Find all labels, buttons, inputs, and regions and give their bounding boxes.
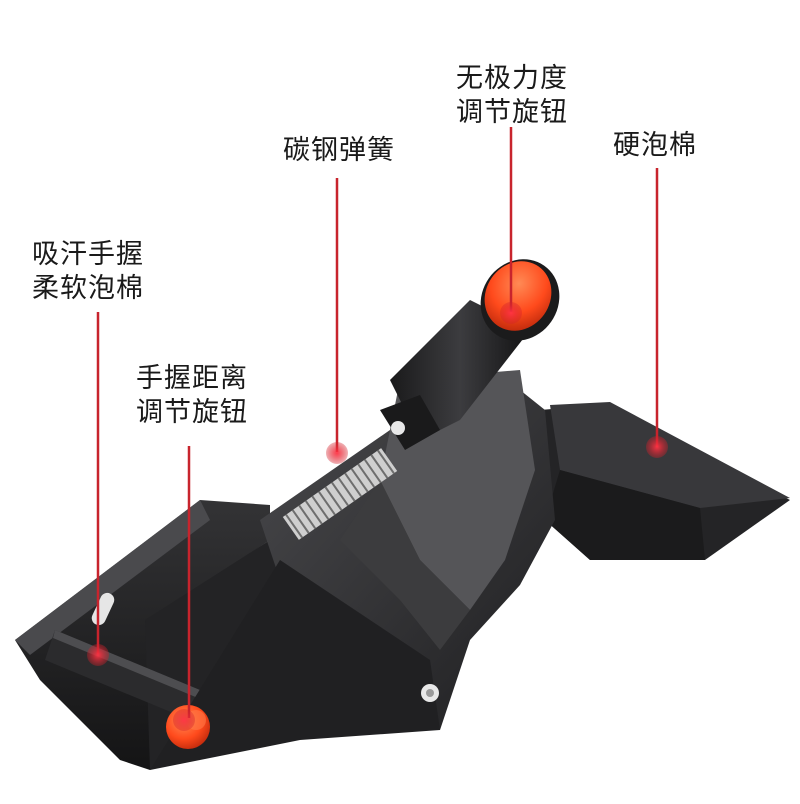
tension-tube <box>380 300 530 450</box>
label-sweat-grip-line2: 柔软泡棉 <box>32 273 144 304</box>
callout-dot-sweat-grip <box>87 644 109 666</box>
callout-lines <box>96 127 659 718</box>
label-spring-line1: 碳钢弹簧 <box>283 135 395 166</box>
carbon-steel-spring <box>282 448 398 540</box>
label-tension-knob-line1: 无极力度 <box>456 63 568 94</box>
callout-dots <box>87 302 668 731</box>
label-grip-distance-line1: 手握距离 <box>136 363 248 394</box>
label-hard-foam: 硬泡棉 <box>613 129 697 163</box>
left-handle-frame <box>15 500 280 770</box>
label-grip-distance: 手握距离 调节旋钮 <box>136 362 248 430</box>
label-tension-knob: 无极力度 调节旋钮 <box>456 62 568 130</box>
hard-foam-arm <box>540 402 790 560</box>
callout-dot-hard-foam <box>646 436 668 458</box>
callout-dot-tension-knob <box>500 302 522 324</box>
label-sweat-grip-line1: 吸汗手握 <box>32 239 144 270</box>
label-sweat-grip: 吸汗手握 柔软泡棉 <box>32 238 144 306</box>
label-hard-foam-line1: 硬泡棉 <box>613 130 697 161</box>
callout-dot-grip-distance <box>173 709 195 731</box>
callout-dot-spring <box>326 442 348 464</box>
label-grip-distance-line2: 调节旋钮 <box>136 397 248 428</box>
label-spring: 碳钢弹簧 <box>283 134 395 168</box>
label-tension-knob-line2: 调节旋钮 <box>456 97 568 128</box>
